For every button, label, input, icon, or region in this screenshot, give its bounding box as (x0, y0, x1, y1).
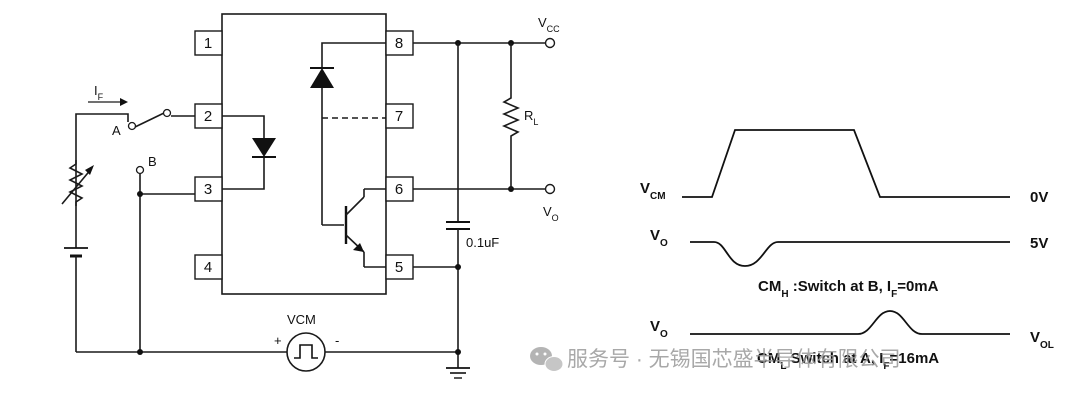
vo-label: VO (543, 204, 559, 223)
vcm-plus-sign: + (274, 333, 282, 348)
pin-3-label: 3 (204, 181, 212, 198)
vcm-level-label: 0V (1030, 189, 1048, 206)
pin-1-label: 1 (204, 35, 212, 52)
bypass-capacitor-symbol: 0.1uF (446, 43, 499, 368)
waveform-panel: VCM 0V VO 5V CMH :Switch at B, IF=0mA VO… (640, 129, 1054, 372)
vo-low-label: VO (650, 318, 668, 340)
pin-5: 5 (385, 254, 414, 280)
rl-label: RL (524, 108, 538, 127)
input-led-symbol (222, 115, 276, 190)
vo-label-sub: O (552, 213, 559, 223)
switch-a-label: A (112, 123, 121, 138)
vcm-waveform-label: VCM (640, 180, 666, 202)
ic-package: 1 2 3 4 5 6 7 8 (194, 13, 414, 295)
cmh-caption: CMH :Switch at B, IF=0mA (758, 278, 939, 300)
vcc-label: VCC (538, 15, 560, 34)
cml-caption-sub2: F (883, 361, 889, 372)
vcm-waveform-label-sub: CM (650, 191, 666, 202)
pin-4: 4 (194, 254, 223, 280)
battery-symbol (64, 232, 88, 352)
input-circuit: IF A B (61, 83, 458, 372)
cmh-caption-sub: H (781, 289, 788, 300)
vcm-pulse-source: VCM + - (274, 312, 458, 372)
vo-terminal (544, 183, 556, 195)
vo-low-level-sub: OL (1040, 340, 1054, 351)
pin-6-label: 6 (395, 181, 403, 198)
cmh-caption-tail: =0mA (897, 278, 938, 295)
if-label: IF (94, 83, 104, 102)
cmh-caption-base: CM (758, 278, 781, 295)
vcm-waveform-label-base: V (640, 180, 650, 197)
vo-low-waveform (690, 310, 1010, 335)
vcc-label-base: V (538, 15, 547, 30)
vcm-minus-sign: - (335, 333, 339, 348)
output-circuit: VCC VO RL 0.1uF (413, 15, 560, 379)
vo-low-label-base: V (650, 318, 660, 335)
cmh-caption-text: :Switch at B, I (789, 278, 892, 295)
if-label-base: I (94, 83, 98, 98)
vcm-source-label: VCM (287, 312, 316, 327)
cml-caption-text: Switch at A, I (786, 350, 883, 367)
watermark-text: 服务号 · 无锡国芯盛半导体有限公司 (567, 348, 901, 371)
wechat-icon (530, 347, 564, 372)
pin-2: 2 (194, 103, 223, 129)
pin-7: 7 (385, 103, 414, 129)
vo-high-level-label: 5V (1030, 235, 1048, 252)
detector-diode-symbol (310, 42, 386, 226)
vo-high-label-base: V (650, 227, 660, 244)
pin-8-label: 8 (395, 35, 403, 52)
vo-label-base: V (543, 204, 552, 219)
vo-high-waveform (690, 241, 1010, 267)
if-label-sub: F (98, 92, 104, 102)
vo-high-label: VO (650, 227, 668, 249)
ic-body (221, 13, 387, 295)
vo-low-level-label: VOL (1030, 329, 1054, 351)
vo-low-label-sub: O (660, 329, 668, 340)
pin-8: 8 (385, 30, 414, 56)
vcc-terminal (544, 37, 556, 49)
vo-high-label-sub: O (660, 238, 668, 249)
rl-label-base: R (524, 108, 533, 123)
vo-low-level-base: V (1030, 329, 1040, 346)
load-resistor-symbol: RL (501, 43, 538, 189)
pin-7-label: 7 (395, 108, 403, 125)
pin-1: 1 (194, 30, 223, 56)
pin-5-label: 5 (395, 259, 403, 276)
pin-3: 3 (194, 176, 223, 202)
pin-4-label: 4 (204, 259, 212, 276)
ground-icon (446, 367, 470, 379)
cml-caption-base: CM (757, 350, 780, 367)
if-arrow-icon (88, 98, 128, 106)
selector-switch: A B (75, 108, 195, 352)
output-transistor-symbol (344, 188, 386, 268)
pin-2-label: 2 (204, 108, 212, 125)
switch-b-label: B (148, 154, 157, 169)
vcc-label-sub: CC (547, 24, 560, 34)
pin-6: 6 (385, 176, 414, 202)
variable-resistor-symbol (61, 160, 94, 232)
cml-caption: CML Switch at A, IF=16mA (757, 350, 939, 372)
watermark: 服务号 · 无锡国芯盛半导体有限公司 (530, 347, 901, 372)
capacitor-value-label: 0.1uF (466, 235, 499, 250)
cml-caption-sub: L (780, 361, 786, 372)
rl-label-sub: L (533, 117, 538, 127)
vcm-waveform (682, 129, 1010, 198)
cml-caption-tail: =16mA (890, 350, 940, 367)
cmh-caption-sub2: F (891, 289, 897, 300)
